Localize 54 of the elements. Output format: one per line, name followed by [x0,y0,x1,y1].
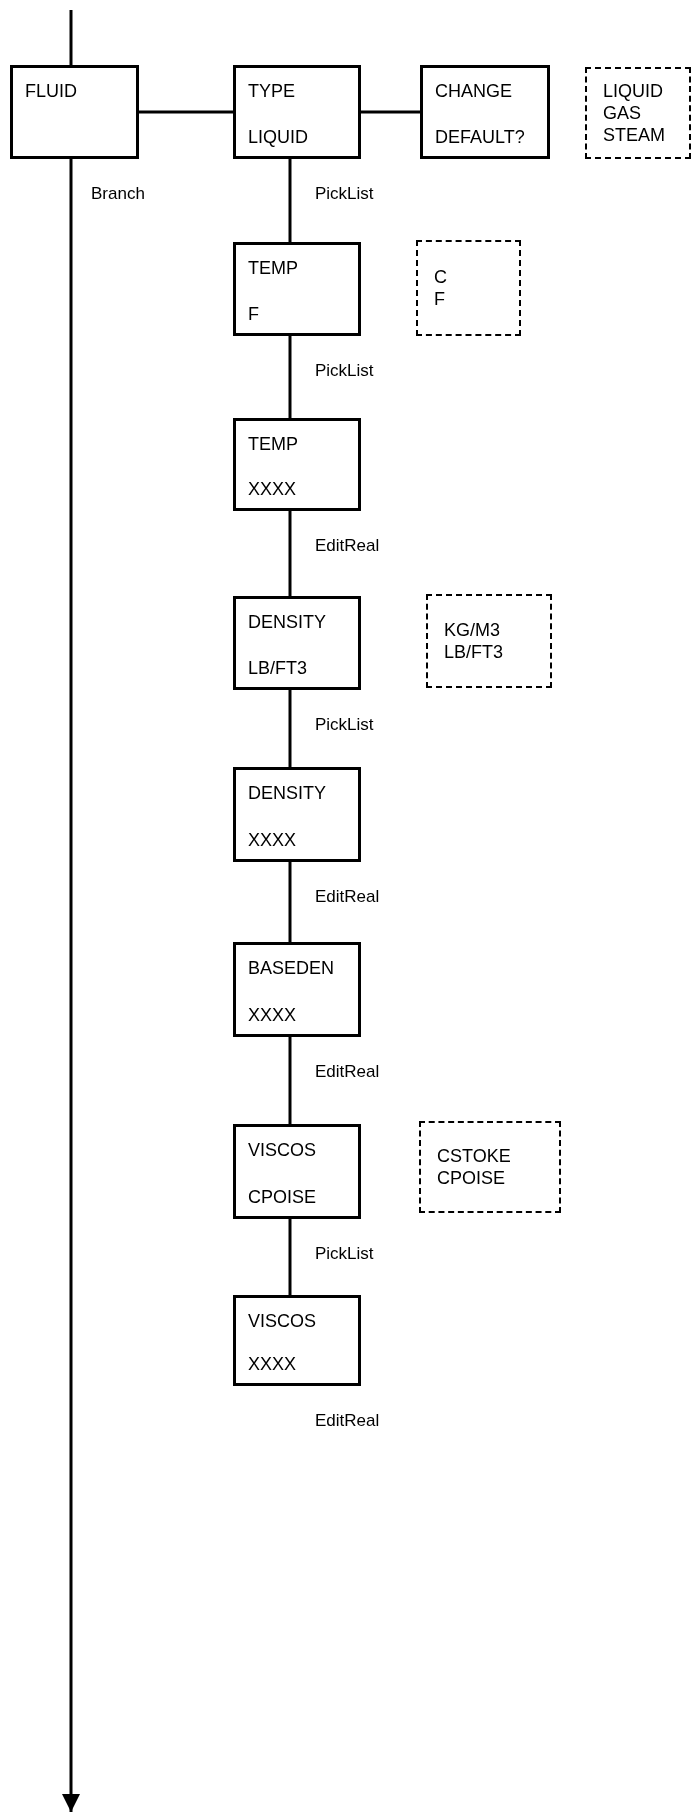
option-list-box [585,67,691,159]
connector-line [288,159,292,242]
box-text: LIQUID [603,80,664,102]
box-text: DEFAULT? [435,126,526,148]
box-text: LIQUID [248,126,309,148]
option-list-box [416,240,521,336]
box-text: DENSITY [248,782,327,804]
box-text: KG/M3 [444,619,501,641]
box-text: VISCOS [248,1139,318,1161]
box-text: DENSITY [248,611,327,633]
connector-line [288,511,292,596]
box-text: CPOISE [437,1167,507,1189]
menu-box [233,1124,361,1219]
box-text: XXXX [248,1353,298,1375]
box-text: STEAM [603,124,666,146]
connector-line [288,1219,292,1295]
box-text: CHANGE [435,80,513,102]
box-text: FLUID [25,80,78,102]
box-text: GAS [603,102,642,124]
menu-box [233,1295,361,1386]
box-text: BASEDEN [248,957,336,979]
box-text: LB/FT3 [444,641,505,663]
box-text: TYPE [248,80,296,102]
menu-box [233,242,361,336]
box-text: VISCOS [248,1310,318,1332]
method-label: EditReal [315,1410,380,1432]
connector-line [288,1037,292,1124]
menu-box [233,942,361,1037]
box-text: TEMP [248,257,299,279]
box-text: LB/FT3 [248,657,309,679]
option-list-box [419,1121,561,1213]
box-text: XXXX [248,829,298,851]
menu-box [233,596,361,690]
connector-line [62,159,80,1812]
box-text: F [434,288,446,310]
box-text: XXXX [248,478,298,500]
menu-box [420,65,550,159]
menu-box [10,65,139,159]
connector-line [139,110,233,114]
connector-line [69,10,73,65]
menu-box [233,767,361,862]
menu-box [233,65,361,159]
box-text: CPOISE [248,1186,318,1208]
connector-line [288,862,292,942]
box-text: TEMP [248,433,299,455]
box-text: XXXX [248,1004,298,1026]
connector-line [361,110,420,114]
box-text: CSTOKE [437,1145,512,1167]
option-list-box [426,594,552,688]
connector-line [288,690,292,767]
connector-line [288,336,292,418]
box-text: C [434,266,448,288]
box-text: F [248,303,260,325]
menu-box [233,418,361,511]
